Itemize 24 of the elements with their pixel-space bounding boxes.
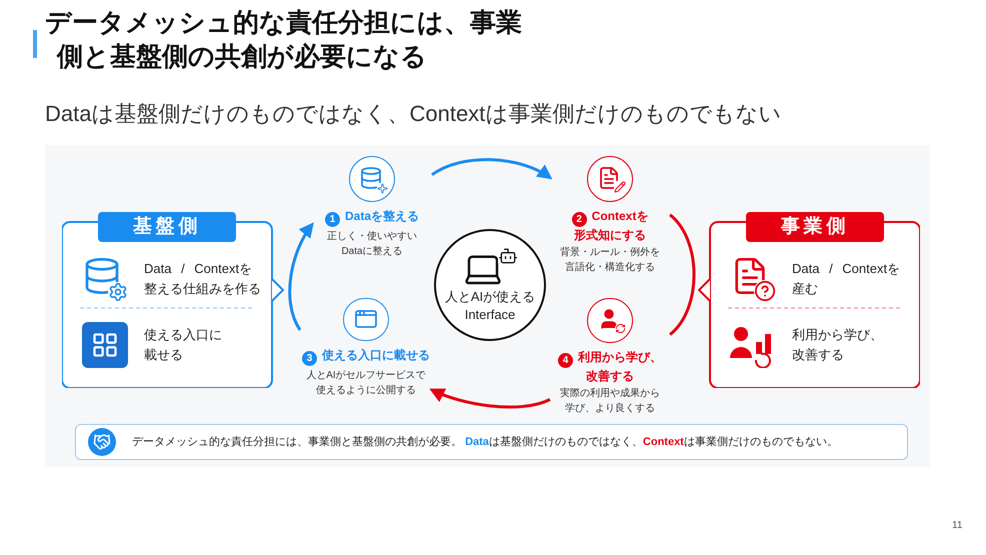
summary-text: データメッシュ的な責任分担には、事業側と基盤側の共創が必要。 Dataは基盤側だけのものではなく、Contextは事業側だけのものでもない。 xyxy=(132,434,838,450)
step-heading: 4 利用から学び、改善する xyxy=(555,348,665,384)
panel-item-text: 使える入口に載せる xyxy=(144,326,223,364)
panel-item-text: Data / Contextを産む xyxy=(792,260,902,298)
slide-title: データメッシュ的な責任分担には、事業側と基盤側の共創が必要になる xyxy=(45,6,523,73)
panel-item-text: 利用から学び、改善する xyxy=(792,326,884,364)
step-heading: 3 使える入口に載せる xyxy=(300,346,432,366)
panel-item-text: Data / Contextを整える仕組みを作る xyxy=(144,260,262,298)
step-group xyxy=(300,298,432,398)
step-description: 実際の利用や成果から学び、より良くする xyxy=(559,387,661,416)
subtitle: Dataは基盤側だけのものではなく、Contextは事業側だけのものでもない xyxy=(45,100,782,128)
step-heading: 1 Dataを整える xyxy=(313,208,431,228)
step-description: 正しく・使いやすいDataに整える xyxy=(326,230,418,259)
cycle-arrow xyxy=(288,222,314,331)
step-description: 背景・ルール・例外を言語化・構造化する xyxy=(559,246,661,275)
step-description: 人とAIがセルフサービスで使えるように公開する xyxy=(305,369,427,398)
cycle-arrow xyxy=(431,158,553,180)
step-heading: 2 Contextを形式知にする xyxy=(567,208,653,244)
cycle-arrow xyxy=(429,388,551,408)
page-number: 11 xyxy=(952,519,962,533)
interface-label: 人とAIが使えるInterface xyxy=(444,288,536,324)
panel-title-badge: 基盤側 xyxy=(98,212,236,242)
panel-title-badge: 事業側 xyxy=(746,212,884,242)
summary-banner xyxy=(75,424,908,460)
